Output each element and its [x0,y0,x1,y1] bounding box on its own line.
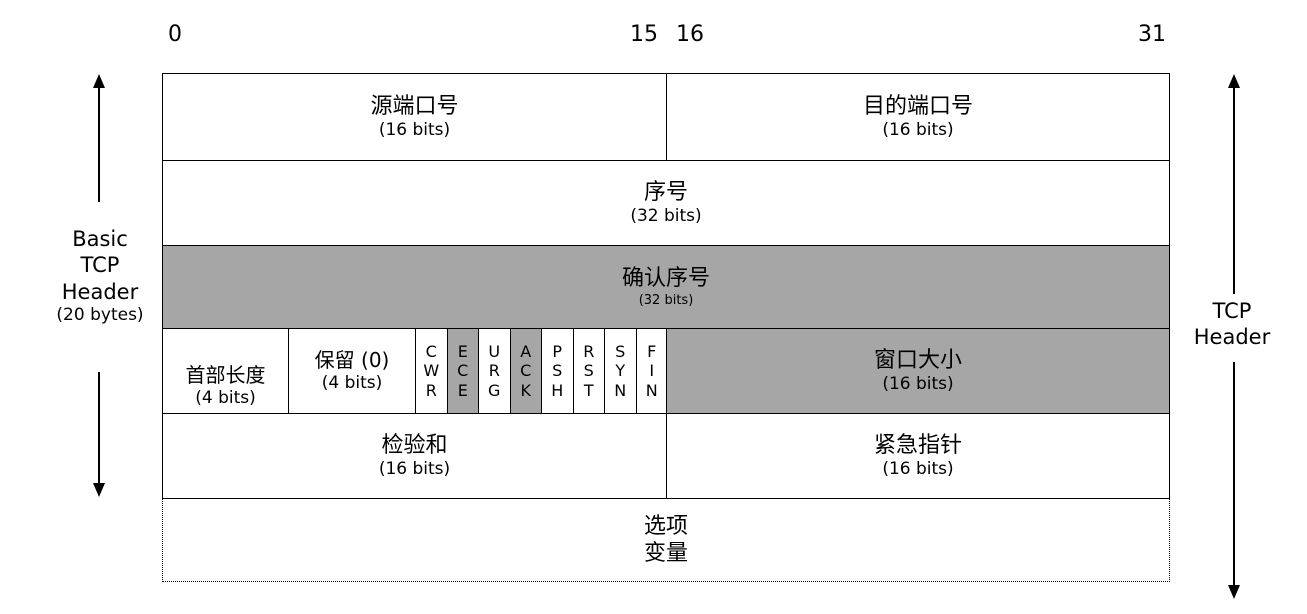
flag-letter: S [615,341,626,361]
flag-letter: U [488,341,501,361]
window-size-field: 窗口大小 (16 bits) [666,328,1170,414]
field-name: 源端口号 [370,93,459,119]
flag-letter: E [457,341,468,361]
basic-header-arrow [93,74,105,497]
source-port-field: 源端口号 (16 bits) [162,73,667,161]
field-name: 选项 [643,513,688,539]
field-bits: (16 bits) [378,120,451,141]
flag-letter: I [649,361,655,381]
bit-label-15: 15 [630,22,658,47]
header-label-line: Header [1193,325,1271,350]
flag-letter: C [457,361,469,381]
field-bits: (4 bits) [321,372,383,393]
tcp-header-label: TCP Header [1172,298,1292,351]
field-name: 紧急指针 [873,432,962,458]
field-bits: (4 bits) [195,387,256,408]
basic-label-line: Basic [72,227,128,251]
flag-letter: K [520,380,532,400]
urgent-pointer-field: 紧急指针 (16 bits) [666,413,1170,499]
flag-letter: R [488,361,500,381]
flag-letter: F [647,341,657,361]
checksum-field: 检验和 (16 bits) [162,413,667,499]
bit-label-31: 31 [1138,22,1166,47]
field-bits: (16 bits) [882,459,954,480]
field-name: 首部长度 [185,362,266,387]
reserved-field: 保留 (0) (4 bits) [288,328,416,414]
flag-letter: N [614,380,627,400]
flag-letter: C [520,361,532,381]
bit-label-16: 16 [676,22,704,47]
flag-letter: S [552,361,563,381]
bit-label-0: 0 [168,22,182,47]
options-field: 选项 变量 [162,498,1170,582]
field-bits: (16 bits) [882,120,954,141]
flag-letter: T [583,380,594,400]
flag-letter: Y [615,361,626,381]
field-name: 检验和 [381,432,448,458]
acknowledgment-number-field: 确认序号 (32 bits) [162,245,1170,329]
flag-letter: P [552,341,563,361]
tcp-header-arrow [1228,74,1240,599]
flag-letter: W [423,361,440,381]
flag-letter: R [583,341,595,361]
field-name: 变量 [643,541,688,566]
flag-letter: E [457,380,468,400]
field-name: 确认序号 [621,266,710,292]
bytes-label-line: (20 bytes) [56,304,144,325]
header-label-line: Header [61,279,139,304]
flag-letter: S [583,361,594,381]
flag-letter: G [488,380,501,400]
destination-port-field: 目的端口号 (16 bits) [666,73,1170,161]
header-length-field: 首部长度 (4 bits) [162,328,289,414]
field-name: 目的端口号 [862,93,973,119]
flag-letter: A [520,341,532,361]
field-name: 序号 [643,179,688,205]
flag-letter: C [425,341,437,361]
sequence-number-field: 序号 (32 bits) [162,160,1170,246]
flag-letter: R [425,380,437,400]
field-bits: (16 bits) [378,459,451,480]
tcp-label-line: TCP [1212,299,1252,323]
tcp-label-line: TCP [80,253,120,278]
field-bits: (32 bits) [630,206,702,227]
field-name: 保留 (0) [314,347,390,372]
flag-letter: N [645,380,658,400]
basic-header-label: Basic TCP Header (20 bytes) [40,226,160,326]
field-bits: (16 bits) [882,374,954,395]
field-bits: (32 bits) [638,292,694,308]
field-name: 窗口大小 [873,347,962,373]
flag-letter: H [551,380,564,400]
